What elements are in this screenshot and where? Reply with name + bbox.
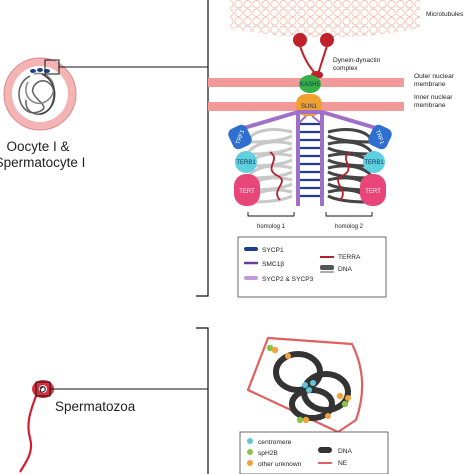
tert-right-label: TERT [365,189,381,195]
terra-right [337,151,351,201]
bottom-bracket [196,327,209,474]
trf1-right-label: TRF1 [374,129,385,146]
legend-swatch-dna [320,265,334,270]
tert-right: TERT [360,174,386,206]
homolog1-label: homolog 1 [257,224,286,230]
other-unknown-marks [271,346,351,424]
legend-label-smc1b: SMC1β [262,261,284,268]
legend-label-dna: DNA [338,266,353,273]
homolog1-bracket [247,212,295,217]
inner-membrane-label-line1: Inner nuclear [414,94,453,101]
legend-swatch-sycp2-sycp3 [244,276,258,280]
legend-label-sycp2-sycp3: SYCP2 & SYCP3 [262,276,314,283]
homolog2-bracket [325,212,373,217]
axial-element-sycp2-sycp3 [243,110,377,206]
homolog2-label: homolog 2 [335,224,364,230]
kash5-protein: KASH5 [299,75,321,93]
terra-left [269,151,283,201]
legend-label-sph2b: spH2B [258,450,278,457]
legend-label-terra: TERRA [338,254,361,261]
terb1-right-label: TERB1 [364,160,384,166]
legend-swatch-sperm-dna [318,447,332,453]
sperm-legend: centromere DNA spH2B NE other unknown [239,431,389,474]
sun1-stalk [297,115,323,125]
meiocyte-nucleus [12,66,68,122]
legend-label-sperm-dna: DNA [338,448,353,455]
spermatozoa [19,380,208,473]
trf1-right: TRF1 [368,124,392,150]
dynein-dynactin-complex [293,33,334,79]
meiosis-legend-box [237,236,387,298]
legend-label-sycp1: SYCP1 [262,247,284,254]
terb1-left: TERB1 [235,151,257,173]
sph2b-marks [266,344,349,424]
outer-membrane-label-line1: Outer nuclear [414,73,455,80]
centromere-marks [302,380,316,393]
meiosis-legend: SYCP1 TERRA SMC1β DNA SYCP2 & SYCP3 [237,236,387,298]
top-bracket [196,0,209,297]
tert-left: TERT [234,174,260,206]
dynein-label-line1: Dynein-dynactin [333,57,381,64]
dynein-label-line2: complex [333,65,358,72]
meiocyte-chromosomes [18,72,56,115]
legend-swatch-centromere [247,438,253,444]
inner-membrane-label-line2: membrane [414,102,446,109]
meiocyte-cell [3,57,208,131]
outer-membrane-label-line2: membrane [414,81,446,88]
legend-label-centromere: centromere [258,439,292,446]
legend-swatch-sph2b [247,449,253,455]
terb1-right: TERB1 [363,151,385,173]
nuclear-envelope [246,336,364,434]
sperm-tail [19,395,38,473]
legend-swatch-sycp1 [244,247,258,251]
trf1-left: TRF1 [228,124,252,150]
terb1-left-label: TERB1 [236,160,256,166]
spermatozoa-label: Spermatozoa [55,399,136,414]
trf1-left-label: TRF1 [236,129,247,146]
kash5-label: KASH5 [300,82,320,88]
legend-label-other-unknown: other unknown [258,461,302,468]
meiocyte-label-line1: Oocyte I & [6,139,69,154]
legend-label-ne: NE [338,460,348,467]
microtubules [230,0,420,38]
meiocyte-label-line2: Spermatocyte I [0,155,85,170]
tert-left-label: TERT [239,189,255,195]
microtubules-label: Microtubules [426,11,464,18]
sun1-label: SUN1 [301,104,318,110]
sperm-legend-box [239,431,389,474]
transverse-filaments-sycp1 [300,122,320,198]
sperm-nucleus [246,336,364,434]
legend-swatch-other-unknown [247,460,253,466]
